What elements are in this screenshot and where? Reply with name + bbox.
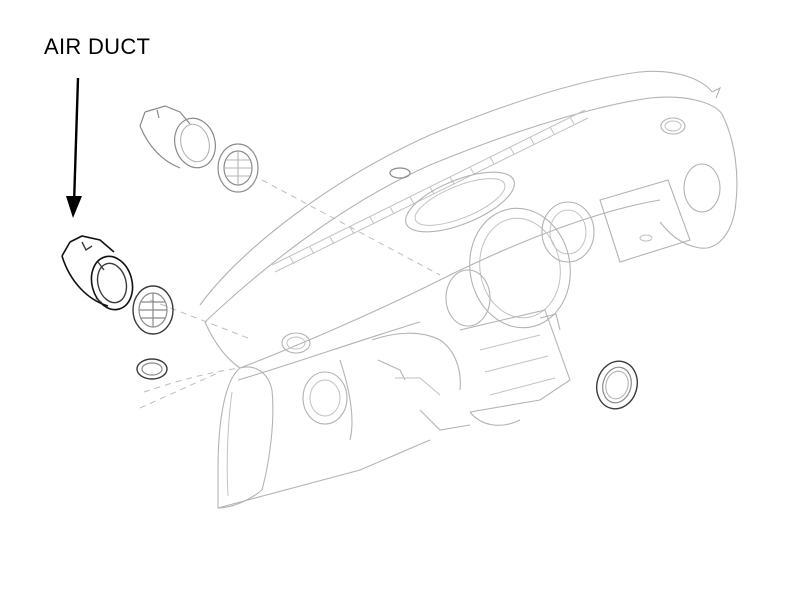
small-bezel-ring: [136, 358, 168, 380]
lower-vent-grille: [132, 285, 174, 335]
air-duct-part: [61, 235, 134, 311]
callout-arrow: [66, 77, 82, 218]
upper-air-duct: [139, 105, 216, 169]
dashboard-panel: [139, 70, 738, 509]
right-vent-ring: [596, 360, 638, 410]
air-duct-label: AIR DUCT: [44, 34, 151, 59]
upper-vent-grille: [217, 143, 259, 193]
